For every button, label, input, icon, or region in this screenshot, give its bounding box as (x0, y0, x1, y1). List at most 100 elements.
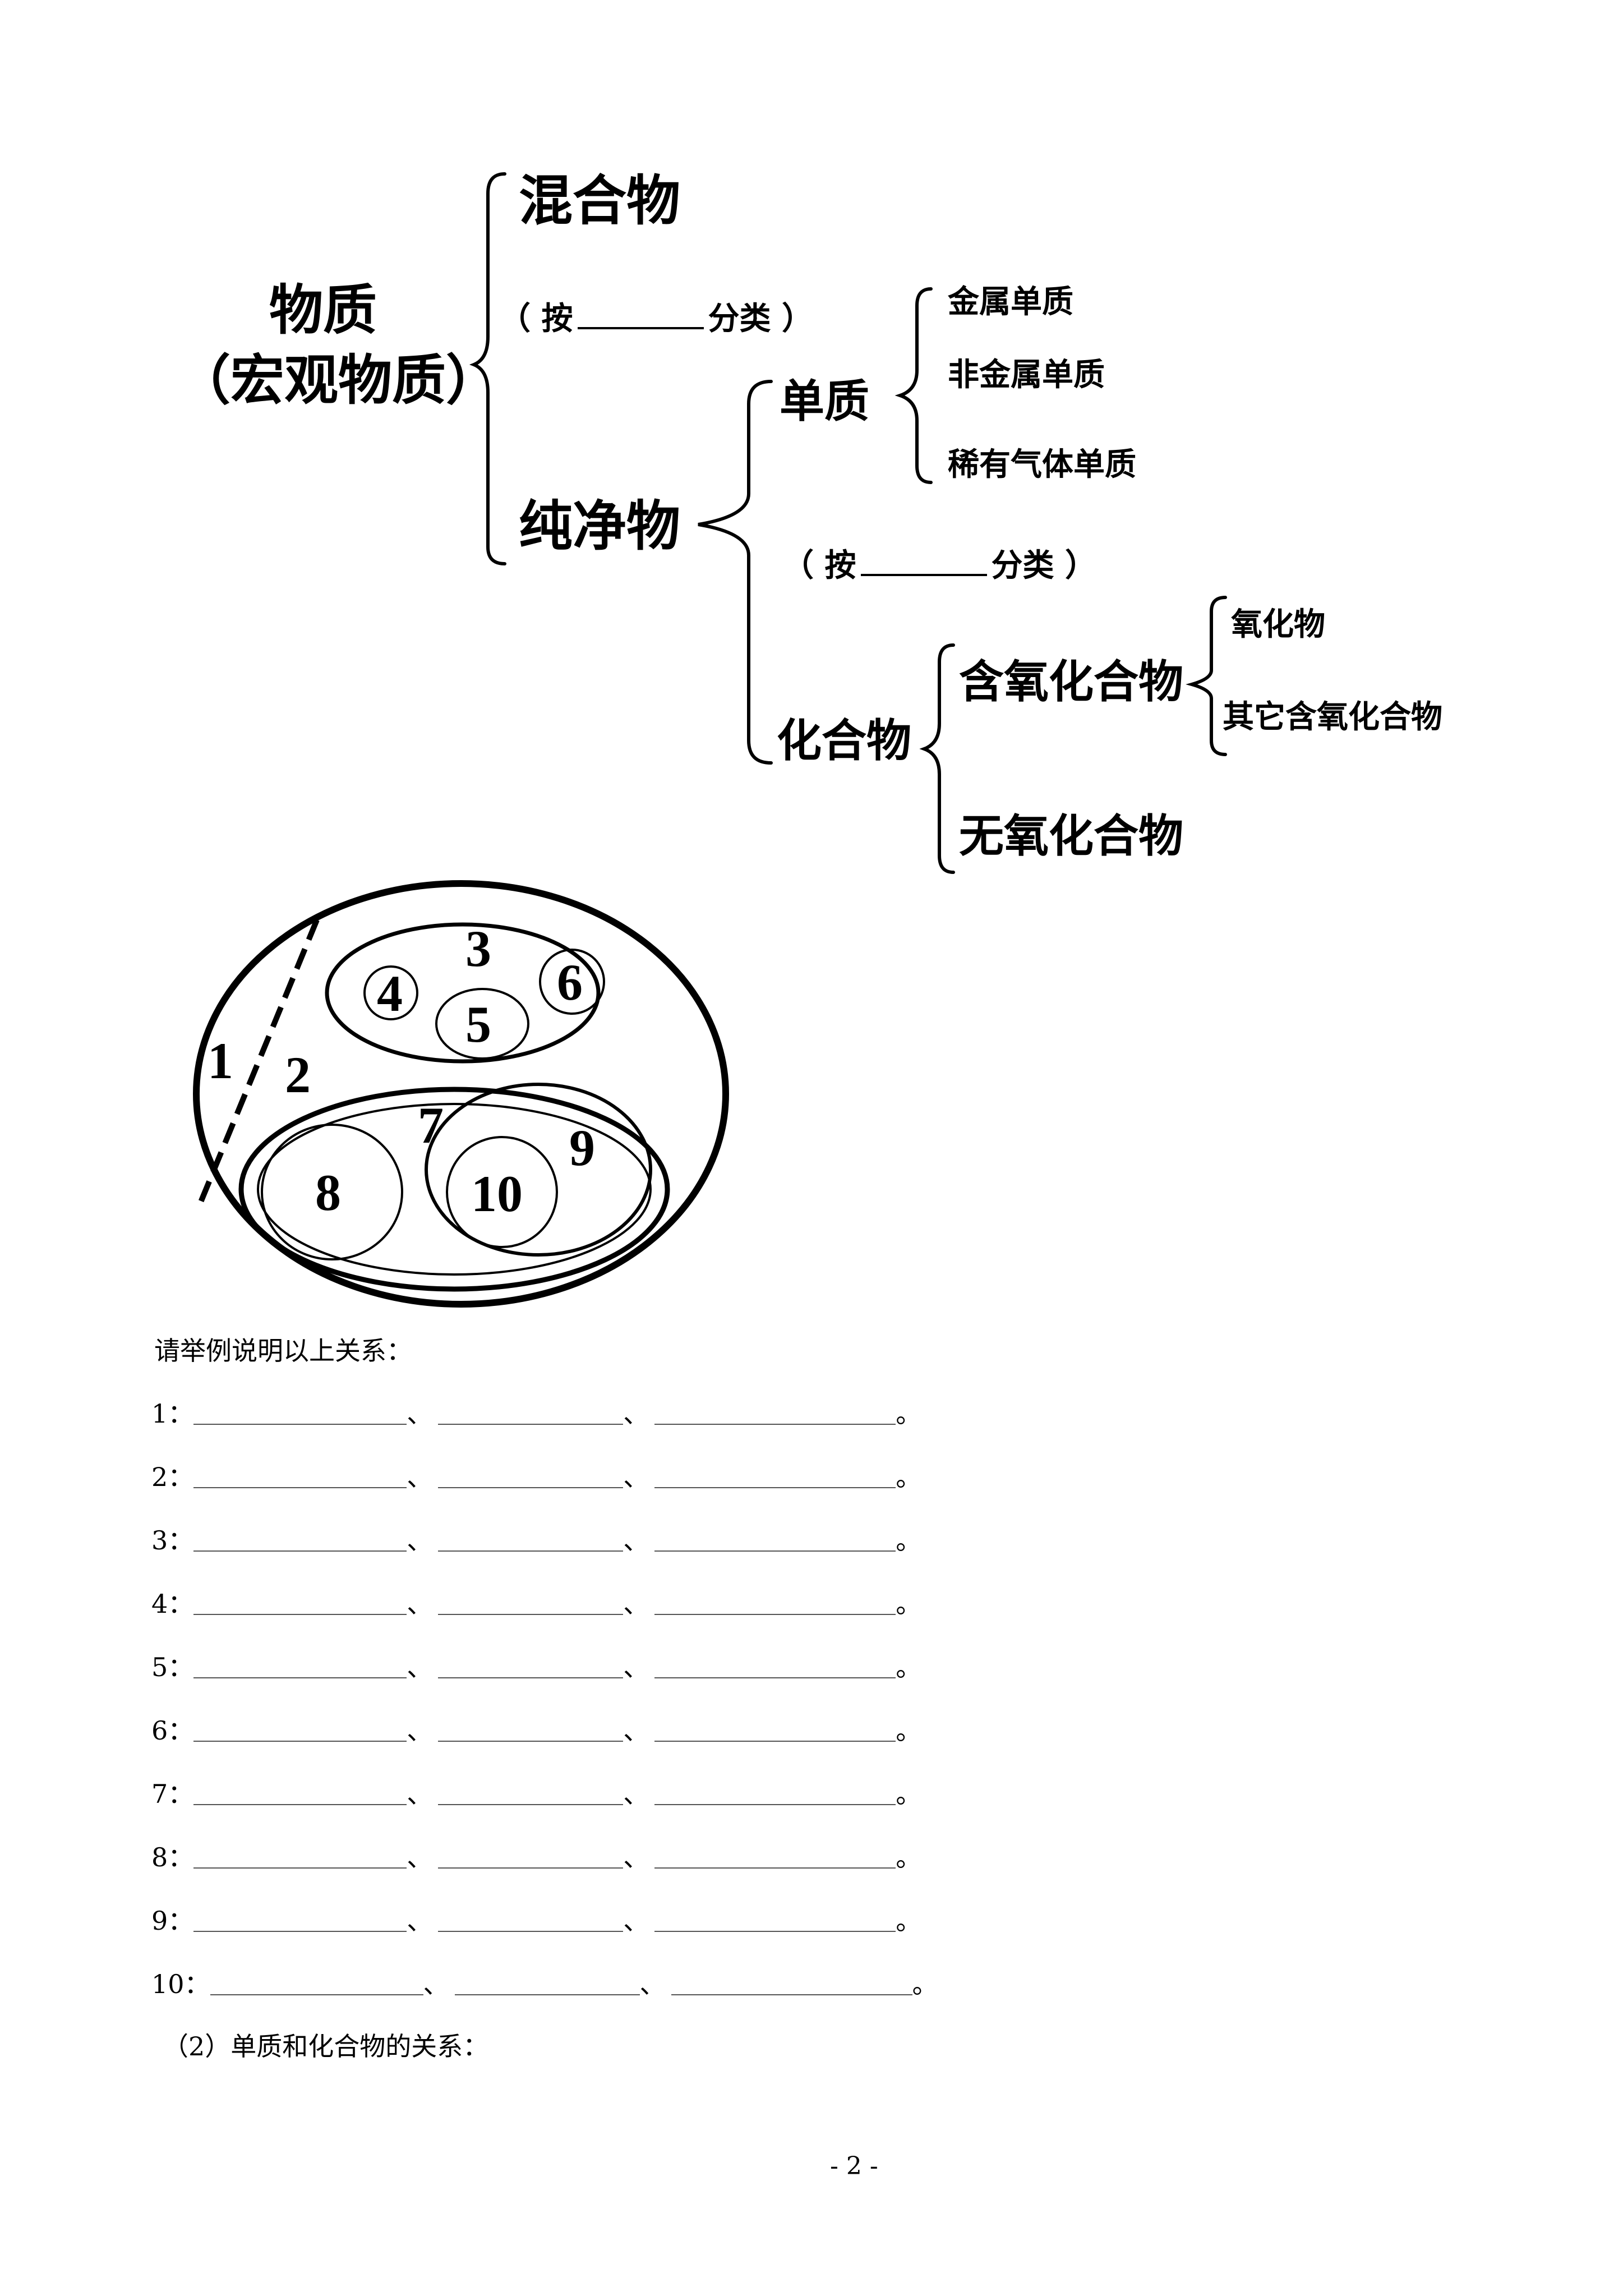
answer-blank-c[interactable] (654, 1528, 896, 1552)
answer-blank-b[interactable] (438, 1908, 624, 1932)
row-label: 7： (151, 1779, 194, 1809)
answer-blank-a[interactable] (193, 1655, 407, 1678)
answer-row: 6：、、。 (151, 1714, 921, 1747)
classify-blank[interactable] (860, 551, 987, 576)
answer-blank-a[interactable] (193, 1591, 407, 1615)
set-relationship-diagram (193, 880, 729, 1308)
answer-blank-b[interactable] (438, 1782, 624, 1805)
answer-blank-a[interactable] (193, 1718, 407, 1742)
classify-prefix: （ 按 (499, 300, 573, 337)
answer-row: 2： 、 、 。 (151, 1460, 921, 1494)
answer-blank-c[interactable] (654, 1591, 896, 1615)
row-label: 4： (151, 1589, 194, 1619)
answer-blank-b[interactable] (438, 1655, 624, 1678)
brace-compound (919, 643, 955, 874)
diagram-label-3: 3 (465, 920, 491, 977)
classify-suffix: 分类 ） (708, 300, 814, 337)
separator: 、 (407, 1715, 433, 1746)
answer-blank-c[interactable] (654, 1908, 896, 1932)
separator: 、 (407, 1906, 433, 1936)
answer-blank-c[interactable] (654, 1401, 896, 1425)
page-number: - 2 - (830, 2152, 878, 2180)
answer-blank-c[interactable] (654, 1465, 896, 1488)
answer-row: 8： 、 、 。 (151, 1841, 921, 1874)
answer-blank-b[interactable] (438, 1845, 624, 1869)
end-mark: 。 (896, 1652, 922, 1682)
answer-blank-b[interactable] (438, 1718, 624, 1742)
root-label: 物质 (269, 278, 377, 342)
answer-blank-a[interactable] (193, 1782, 407, 1805)
answer-blank-b[interactable] (438, 1401, 624, 1425)
separator: 、 (407, 1398, 433, 1429)
brace-oxygen-compound (1186, 596, 1227, 756)
answer-blank-b[interactable] (438, 1465, 624, 1488)
answer-row: 5： 、 、 。 (151, 1650, 921, 1684)
end-mark: 。 (896, 1906, 922, 1936)
ellipse-8 (261, 1124, 403, 1260)
answer-blank-a[interactable] (193, 1465, 407, 1488)
answer-row: 7：、、。 (151, 1777, 921, 1811)
question-2: （2）单质和化合物的关系： (163, 2031, 489, 2062)
brace-element (895, 287, 933, 484)
end-mark: 。 (896, 1589, 922, 1619)
oxygen-free-compound-label: 无氧化合物 (959, 809, 1183, 862)
separator: 、 (623, 1462, 649, 1492)
separator: 、 (407, 1525, 433, 1556)
end-mark: 。 (896, 1462, 922, 1492)
separator: 、 (623, 1779, 649, 1809)
answer-blank-a[interactable] (193, 1908, 407, 1932)
separator: 、 (407, 1652, 433, 1682)
end-mark: 。 (896, 1842, 922, 1872)
answer-blank-c[interactable] (671, 1972, 912, 1995)
ellipse-9 (425, 1083, 652, 1257)
metal-element-label: 金属单质 (948, 283, 1073, 320)
answer-blank-c[interactable] (654, 1845, 896, 1869)
row-label: 2： (151, 1462, 194, 1492)
row-label: 5： (151, 1652, 194, 1682)
answer-blank-a[interactable] (210, 1972, 423, 1995)
classify-blank[interactable] (577, 305, 704, 329)
compound-label: 化合物 (777, 714, 911, 767)
answer-row: 9：、、。 (151, 1904, 921, 1938)
diagram-label-2: 2 (285, 1046, 311, 1103)
answer-blank-b[interactable] (454, 1972, 640, 1995)
separator: 、 (623, 1398, 649, 1429)
answer-blank-c[interactable] (654, 1655, 896, 1678)
separator: 、 (623, 1906, 649, 1936)
separator: 、 (623, 1525, 649, 1556)
diagram-label-10: 10 (471, 1165, 523, 1222)
brace-root (469, 172, 506, 565)
answer-blank-a[interactable] (193, 1845, 407, 1869)
dashed-divider (196, 919, 320, 1207)
ellipse-5 (435, 988, 529, 1060)
separator: 、 (407, 1779, 433, 1809)
brace-pure (698, 380, 773, 765)
answer-blank-c[interactable] (654, 1718, 896, 1742)
outer-ellipse (193, 880, 729, 1308)
answer-row: 4：、、。 (151, 1587, 921, 1621)
answer-row: 1：、、。 (151, 1397, 921, 1430)
end-mark: 。 (896, 1525, 922, 1556)
classify-criterion-2: （ 按分类 ） (782, 550, 1096, 581)
separator: 、 (623, 1652, 649, 1682)
diagram-label-1: 1 (208, 1032, 233, 1089)
row-label: 8： (151, 1842, 194, 1872)
answer-blank-c[interactable] (654, 1782, 896, 1805)
separator: 、 (623, 1842, 649, 1872)
separator: 、 (407, 1462, 433, 1492)
circle-6 (539, 949, 605, 1015)
row-label: 1： (151, 1398, 194, 1429)
answer-row: 3： 、 、 。 (151, 1524, 921, 1557)
diagram-label-7: 7 (418, 1097, 444, 1154)
root-sublabel: （宏观物质） (177, 348, 500, 412)
end-mark: 。 (896, 1715, 922, 1746)
separator: 、 (407, 1842, 433, 1872)
separator: 、 (623, 1715, 649, 1746)
answer-blank-a[interactable] (193, 1528, 407, 1552)
diagram-label-5: 5 (465, 996, 491, 1053)
mixture-label: 混合物 (519, 169, 680, 232)
answer-blank-b[interactable] (438, 1528, 624, 1552)
answer-blank-a[interactable] (193, 1401, 407, 1425)
row-label: 3： (151, 1525, 194, 1556)
answer-blank-b[interactable] (438, 1591, 624, 1615)
